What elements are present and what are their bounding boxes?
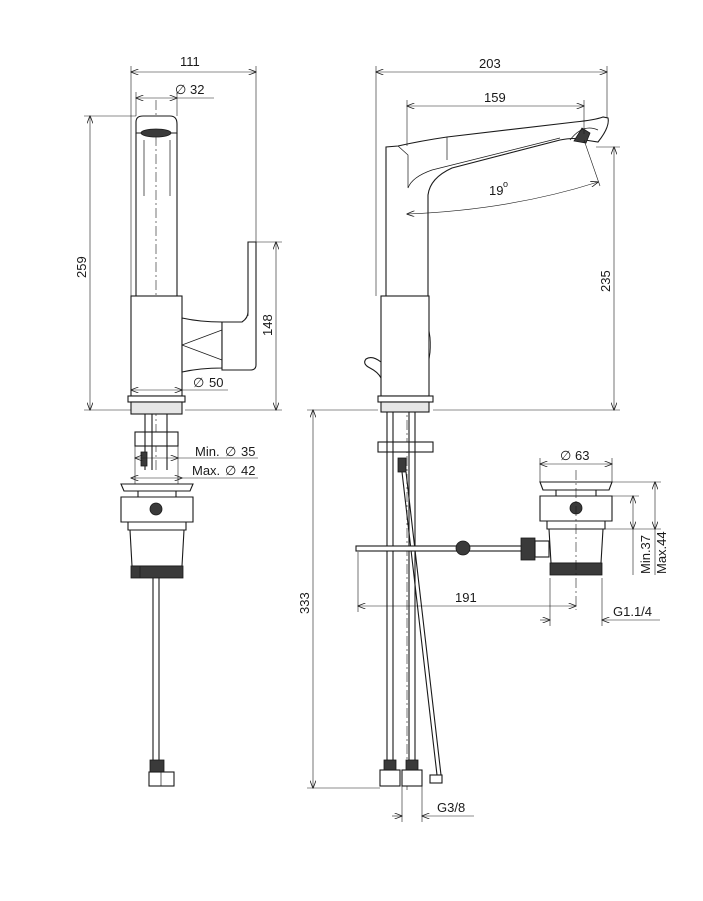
rod-connector bbox=[534, 540, 550, 558]
dim-label-32: 32 bbox=[190, 82, 204, 97]
spout-arm bbox=[385, 116, 609, 297]
hose-ferrule-side bbox=[149, 759, 165, 773]
front-view: 203 159 19 o 235 333 ∅ 63 M bbox=[297, 56, 669, 822]
drain-ring-side bbox=[127, 521, 187, 531]
aerator-outlet bbox=[140, 128, 172, 138]
dim-label-191: 191 bbox=[455, 590, 477, 605]
drain-cap-side bbox=[120, 483, 194, 492]
dim-label-259: 259 bbox=[74, 256, 89, 278]
dim-label-50: 50 bbox=[209, 375, 223, 390]
lever-socket bbox=[181, 317, 223, 373]
rod-nut-icon bbox=[520, 537, 536, 561]
front-base-gasket bbox=[380, 401, 430, 413]
dim-symbol-35: ∅ bbox=[225, 444, 236, 459]
cable-end bbox=[429, 774, 443, 784]
mixer-body bbox=[130, 295, 183, 397]
dim-label-63: 63 bbox=[575, 448, 589, 463]
popup-cable bbox=[401, 471, 442, 776]
dim-label-111: 111 bbox=[180, 54, 200, 69]
dim-label-max44: Max.44 bbox=[654, 531, 669, 574]
lever-socket-shade bbox=[181, 329, 223, 361]
hose-nut-side bbox=[148, 771, 175, 787]
drain-cap-front bbox=[539, 481, 613, 491]
side-view: 111 ∅ 32 259 148 ∅ 50 Min. ∅ 35 Max. bbox=[74, 54, 282, 787]
dim-label-203: 203 bbox=[479, 56, 501, 71]
base-gasket bbox=[130, 401, 183, 415]
dim-label-g114: G1.1/4 bbox=[613, 604, 652, 619]
drain-thread-side bbox=[130, 565, 184, 579]
dim-symbol-50: ∅ bbox=[193, 375, 204, 390]
spout-column bbox=[135, 133, 178, 296]
spout-aerator-icon bbox=[573, 127, 591, 144]
base-ring bbox=[127, 395, 186, 403]
popup-lever bbox=[364, 356, 382, 379]
dim-label-333: 333 bbox=[297, 592, 312, 614]
drain-body-side bbox=[129, 529, 185, 567]
dim-symbol-32: ∅ bbox=[175, 82, 186, 97]
drain-neck-side bbox=[137, 490, 177, 498]
clip-icon bbox=[140, 451, 148, 467]
dim-symbol-42: ∅ bbox=[225, 463, 236, 478]
front-fixing-plate bbox=[377, 441, 434, 453]
dim-label-max: Max. bbox=[192, 463, 220, 478]
dim-symbol-63: ∅ bbox=[560, 448, 571, 463]
spout-column-shade bbox=[143, 140, 171, 196]
aerator-head bbox=[135, 115, 178, 134]
hose-ferrule-2 bbox=[405, 759, 419, 771]
fixing-nut bbox=[134, 431, 179, 447]
dim-label-148: 148 bbox=[260, 314, 275, 336]
hose-nut-2 bbox=[401, 769, 423, 787]
rod-clamp-icon bbox=[455, 540, 471, 556]
drain-rod bbox=[355, 545, 527, 552]
dim-label-159: 159 bbox=[484, 90, 506, 105]
dim-label-g38: G3/8 bbox=[437, 800, 465, 815]
dim-label-min37: Min.37 bbox=[638, 535, 653, 574]
drain-screw-icon bbox=[149, 502, 163, 516]
front-lever-stub bbox=[428, 329, 431, 361]
front-base-ring bbox=[377, 395, 434, 403]
hose-nut-1 bbox=[379, 769, 401, 787]
hose-ferrule-1 bbox=[383, 759, 397, 771]
lever-handle bbox=[221, 241, 257, 371]
dim-label-42: 42 bbox=[241, 463, 255, 478]
front-clip-icon bbox=[397, 457, 407, 473]
dim-arc-19 bbox=[407, 182, 598, 214]
dim-degree: o bbox=[503, 179, 508, 189]
dim-label-19: 19 bbox=[489, 183, 503, 198]
spout-tip-line bbox=[569, 127, 599, 141]
dim-label-min: Min. bbox=[195, 444, 220, 459]
dim-label-35: 35 bbox=[241, 444, 255, 459]
dim-label-235: 235 bbox=[598, 270, 613, 292]
front-body bbox=[380, 295, 430, 397]
